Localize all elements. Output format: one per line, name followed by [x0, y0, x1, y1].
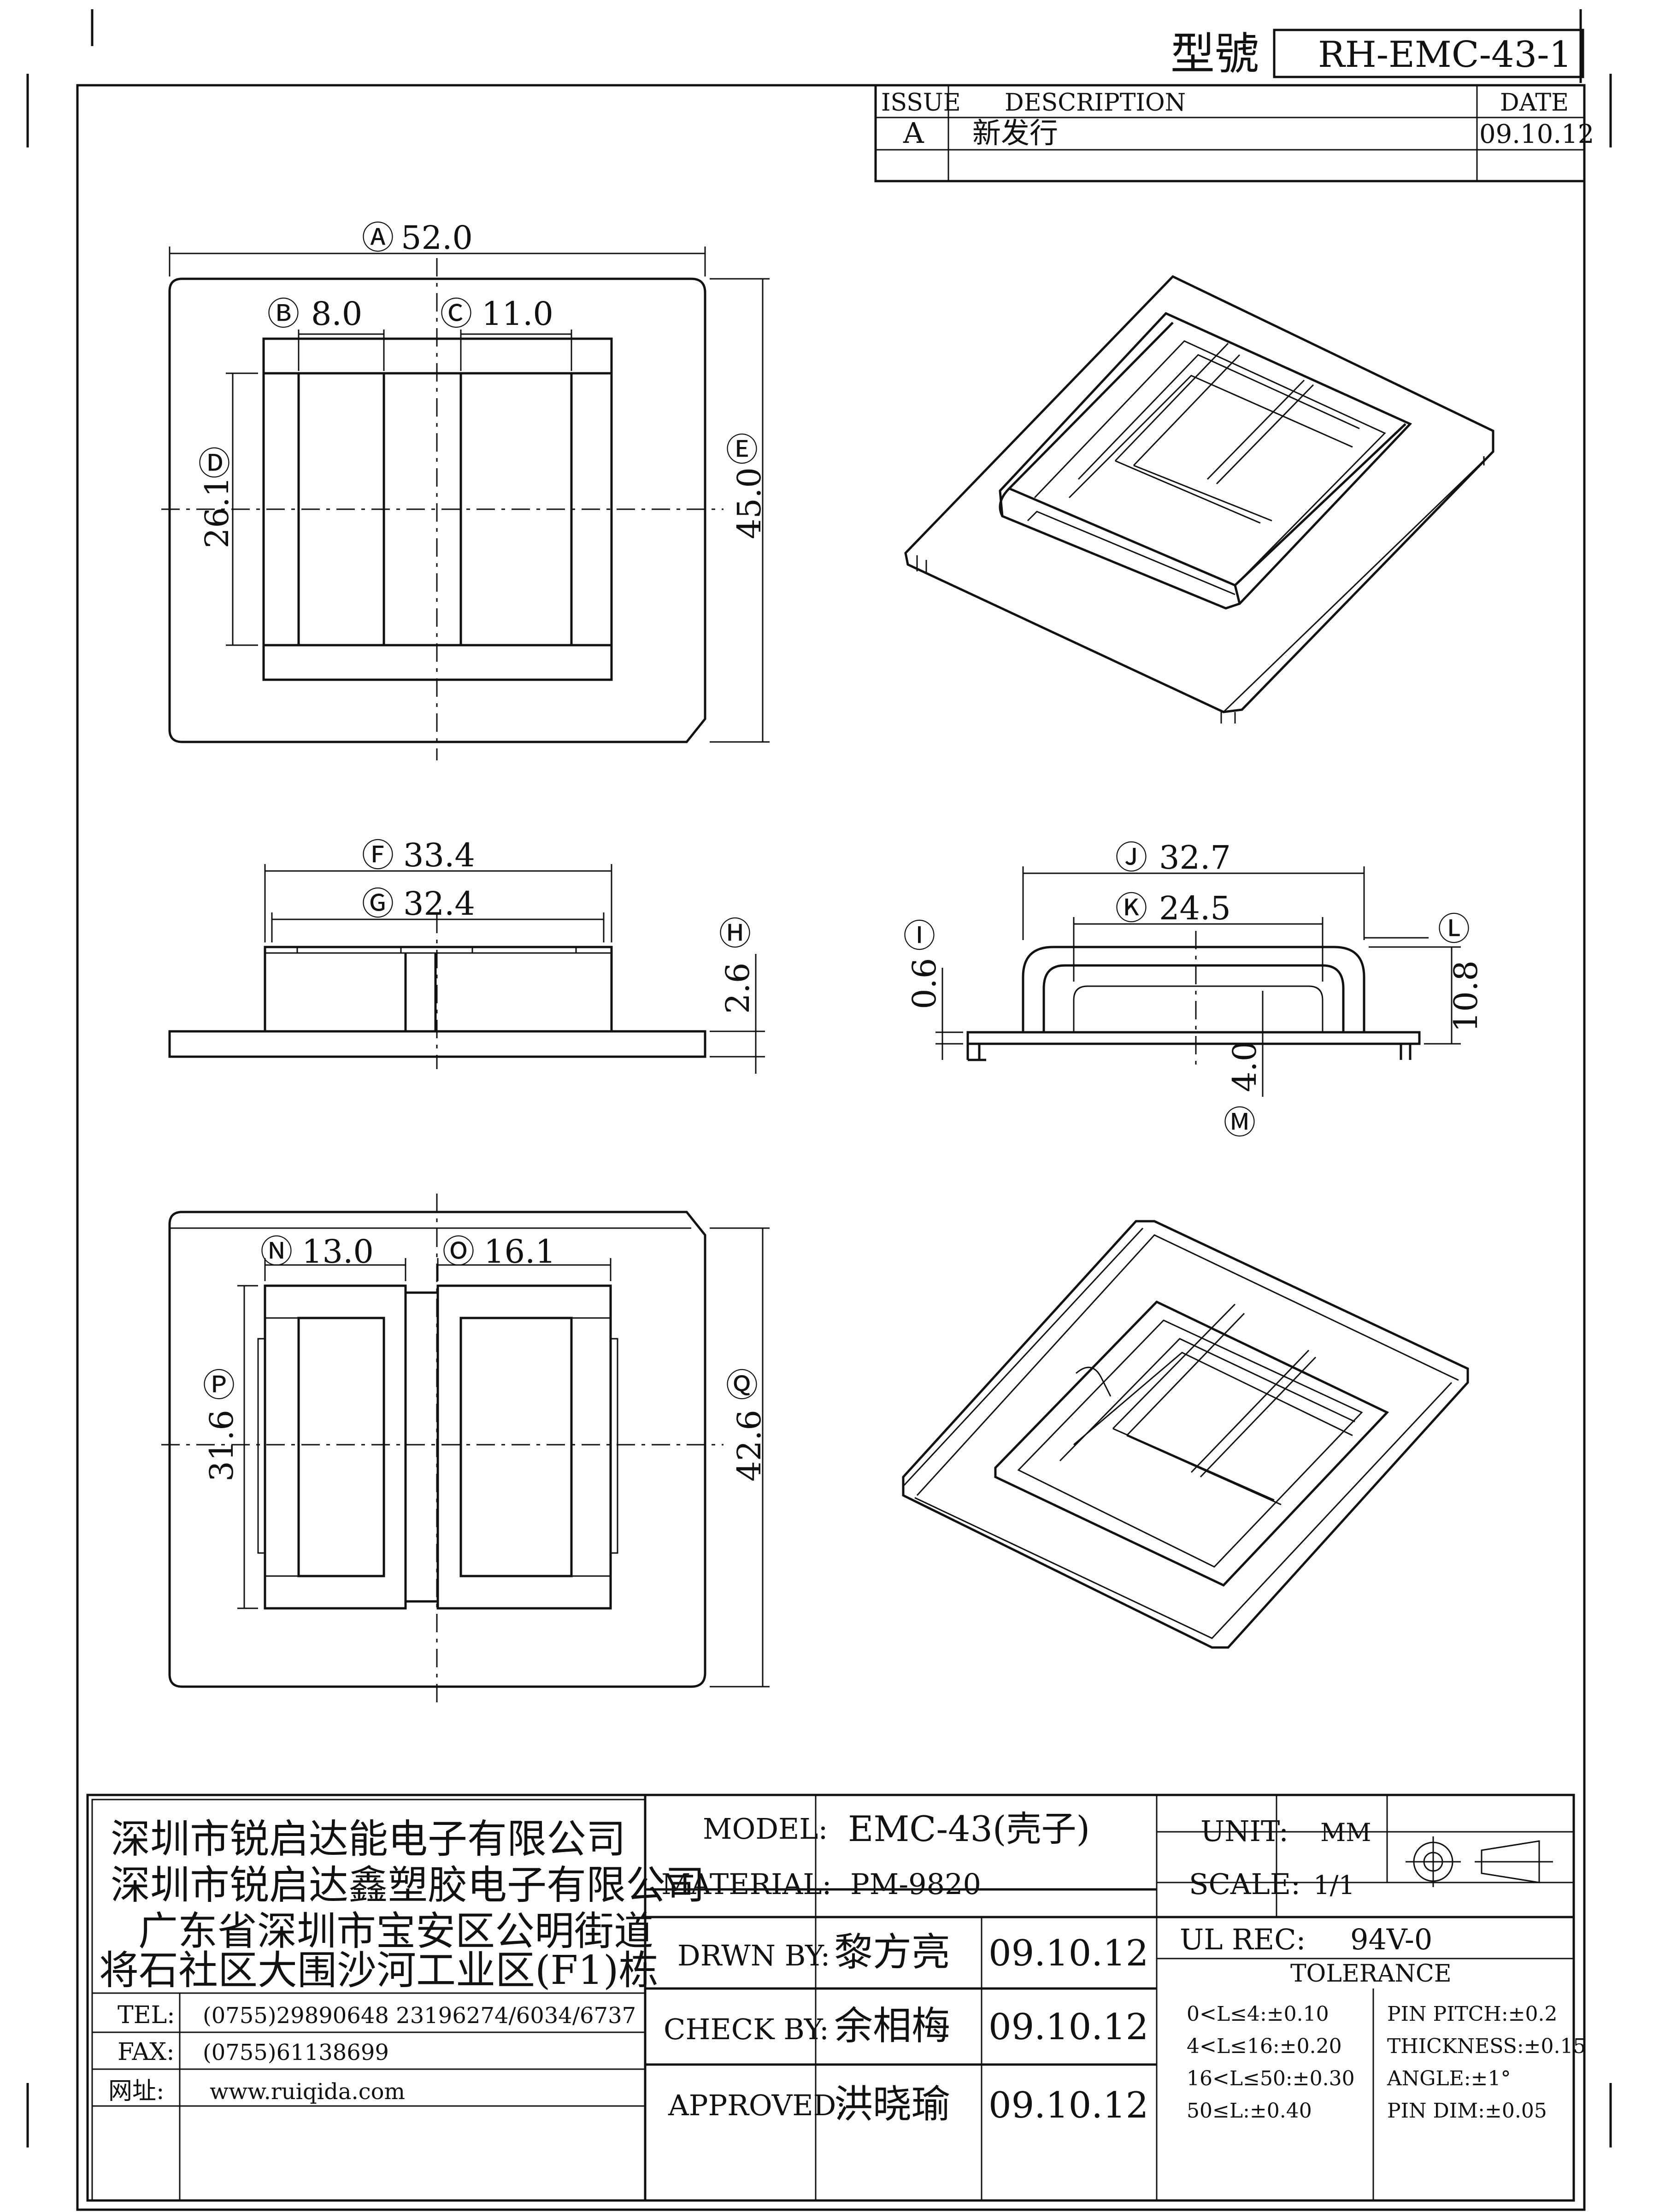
dim-o-label: Ⓞ — [442, 1233, 475, 1271]
tol-angle: ANGLE:±1° — [1387, 2067, 1511, 2090]
dim-b-label: Ⓑ — [267, 295, 300, 333]
approved-date: 09.10.12 — [988, 2085, 1148, 2126]
model-header-number: RH-EMC-43-1 — [1318, 34, 1572, 76]
dim-i-label: Ⓘ — [903, 917, 935, 955]
dim-m-label: Ⓜ — [1224, 1104, 1256, 1141]
company-line-2: 深圳市锐启达鑫塑胶电子有限公司 — [111, 1862, 705, 1908]
dim-l-value: 10.8 — [1447, 960, 1485, 1032]
dim-f-value: 33.4 — [403, 836, 475, 874]
tol-range-2: 4<L≤16:±0.20 — [1187, 2035, 1342, 2058]
scale-value: 1/1 — [1313, 1871, 1355, 1900]
dim-b-value: 8.0 — [311, 295, 362, 333]
company-line-3: 广东省深圳市宝安区公明街道 — [138, 1908, 653, 1954]
rev-row-description: 新发行 — [972, 116, 1058, 150]
ul-label: UL REC: — [1180, 1923, 1306, 1956]
dim-j-label: Ⓙ — [1115, 839, 1147, 877]
rev-col-date: DATE — [1500, 89, 1569, 117]
rev-col-issue: ISSUE — [881, 89, 961, 117]
fax-value: (0755)61138699 — [203, 2040, 389, 2065]
dim-q-label: Ⓠ — [726, 1366, 758, 1404]
dim-g-label: Ⓖ — [362, 885, 394, 923]
rev-row-date: 09.10.12 — [1479, 119, 1594, 149]
unit-value: MM — [1320, 1818, 1371, 1847]
scale-label: SCALE: — [1189, 1867, 1300, 1901]
dim-c-label: Ⓒ — [440, 295, 472, 333]
tolerance-heading: TOLERANCE — [1290, 1960, 1452, 1988]
tol-pin-dim: PIN DIM:±0.05 — [1387, 2099, 1547, 2123]
model-header-box — [1273, 29, 1584, 78]
title-block: 深圳市锐启达能电子有限公司 深圳市锐启达鑫塑胶电子有限公司 广东省深圳市宝安区公… — [86, 1794, 1586, 2202]
revision-table: ISSUE DESCRIPTION DATE A 新发行 09.10.12 — [874, 84, 1594, 182]
drawn-date: 09.10.12 — [988, 1933, 1148, 1974]
dim-c-value: 11.0 — [482, 295, 553, 333]
dim-n-label: Ⓝ — [260, 1233, 293, 1271]
dim-h-label: Ⓗ — [719, 915, 751, 953]
web-label: 网址: — [108, 2077, 165, 2105]
web-value: www.ruiqida.com — [210, 2079, 405, 2105]
dim-k-label: Ⓚ — [1115, 889, 1147, 927]
sheet-frame — [76, 84, 1586, 2211]
fax-label: FAX: — [118, 2038, 175, 2066]
dim-p-label: Ⓟ — [203, 1366, 235, 1404]
dim-q-value: 42.6 — [730, 1410, 768, 1482]
rev-row-issue: A — [903, 116, 924, 150]
dim-a-label: Ⓐ — [362, 219, 394, 257]
top-view: Ⓐ 52.0 Ⓑ 8.0 Ⓒ 11.0 Ⓓ 26.1 Ⓔ 45.0 — [161, 219, 770, 760]
tel-value: (0755)29890648 23196274/6034/6737 — [203, 2003, 636, 2029]
side-view: Ⓙ 32.7 Ⓚ 24.5 Ⓛ 10.8 Ⓘ 0.6 4.0 Ⓜ — [903, 839, 1485, 1141]
isometric-view-top — [904, 275, 1494, 724]
model-value: EMC-43(壳子) — [848, 1808, 1090, 1849]
bottom-view: Ⓝ 13.0 Ⓞ 16.1 Ⓟ 31.6 Ⓠ 42.6 — [161, 1194, 770, 1705]
model-label: MODEL: — [703, 1812, 828, 1846]
dim-g-value: 32.4 — [403, 885, 475, 923]
approved-label: APPROVED: — [668, 2088, 846, 2122]
company-line-4: 将石社区大围沙河工业区(F1)栋 — [99, 1947, 659, 1994]
unit-label: UNIT: — [1200, 1814, 1288, 1848]
tol-thickness: THICKNESS:±0.15 — [1387, 2035, 1586, 2058]
check-label: CHECK BY: — [664, 2012, 829, 2046]
dim-k-value: 24.5 — [1159, 889, 1231, 927]
approved-name: 洪晓瑜 — [834, 2082, 950, 2127]
dim-d-label: Ⓓ — [198, 445, 230, 482]
dim-j-value: 32.7 — [1159, 839, 1231, 877]
dim-h-value: 2.6 — [719, 963, 757, 1014]
front-view: Ⓕ 33.4 Ⓖ 32.4 Ⓗ 2.6 — [168, 836, 765, 1074]
company-line-1: 深圳市锐启达能电子有限公司 — [111, 1816, 626, 1862]
dim-d-value: 26.1 — [198, 477, 236, 548]
tol-range-1: 0<L≤4:±0.10 — [1187, 2002, 1329, 2026]
dim-p-value: 31.6 — [203, 1410, 241, 1482]
check-date: 09.10.12 — [988, 2006, 1148, 2048]
tel-label: TEL: — [118, 2001, 175, 2029]
drawn-name: 黎方亮 — [834, 1930, 950, 1975]
model-header-label: 型號 — [1171, 28, 1259, 80]
material-value: PM-9820 — [850, 1867, 981, 1901]
dim-f-label: Ⓕ — [362, 836, 394, 874]
dim-l-label: Ⓛ — [1438, 910, 1470, 948]
dim-o-value: 16.1 — [484, 1233, 556, 1271]
ul-value: 94V-0 — [1350, 1923, 1432, 1956]
tol-range-3: 16<L≤50:±0.30 — [1187, 2067, 1355, 2090]
drawn-label: DRWN BY: — [677, 1939, 830, 1972]
dim-e-value: 45.0 — [730, 467, 768, 539]
dim-e-label: Ⓔ — [726, 431, 758, 469]
rev-col-description: DESCRIPTION — [1005, 89, 1186, 117]
tol-pin-pitch: PIN PITCH:±0.2 — [1387, 2002, 1558, 2026]
material-label: MATERIAL: — [661, 1867, 832, 1901]
projection-symbol-icon — [1406, 1836, 1553, 1887]
dim-m-value: 4.0 — [1226, 1041, 1264, 1092]
check-name: 余相梅 — [834, 2003, 950, 2048]
crop-marks — [26, 9, 1612, 2147]
isometric-view-bottom — [902, 1220, 1469, 1649]
dim-n-value: 13.0 — [302, 1233, 374, 1271]
tol-range-4: 50≤L:±0.40 — [1187, 2099, 1312, 2123]
dim-i-value: 0.6 — [906, 958, 943, 1009]
dim-a-value: 52.0 — [401, 219, 473, 257]
